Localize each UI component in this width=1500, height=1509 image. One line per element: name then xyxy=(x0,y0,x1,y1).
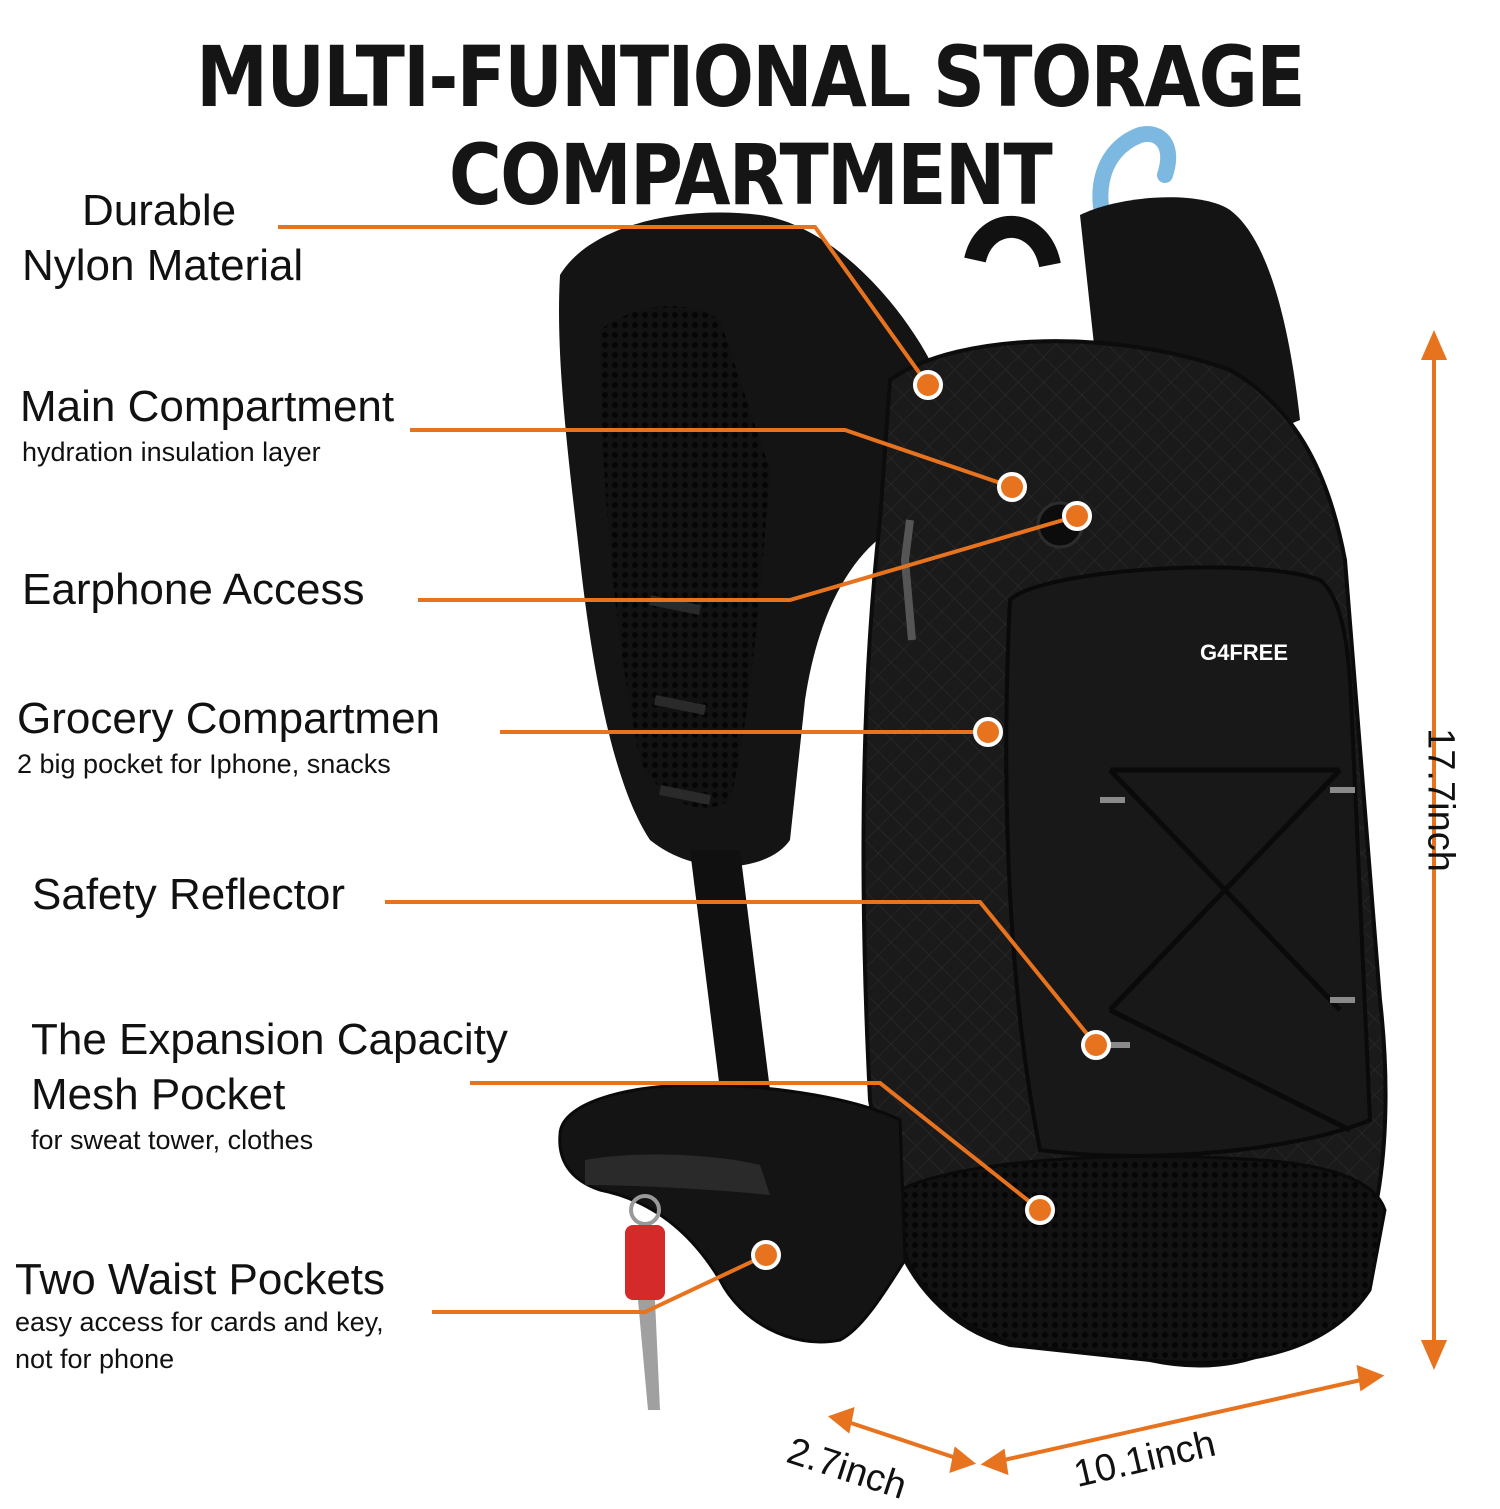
front-pocket xyxy=(1004,565,1373,1158)
strap-webbing xyxy=(690,850,770,1090)
callout-dots xyxy=(751,370,1111,1270)
feature-expansion-line1: The Expansion Capacity xyxy=(31,1015,508,1064)
brand-logo: G4FREE xyxy=(1200,640,1288,665)
page-title: MULTI-FUNTIONAL STORAGE COMPARTMENT xyxy=(196,28,1305,224)
feature-expansion-line2: Mesh Pocket xyxy=(31,1070,286,1119)
feature-earphone-access: Earphone Access xyxy=(22,565,365,614)
feature-safety-reflector: Safety Reflector xyxy=(32,870,346,919)
feature-waist-pockets-sub1: easy access for cards and key, xyxy=(15,1307,384,1337)
feature-waist-pockets: Two Waist Pockets xyxy=(15,1255,386,1304)
dimension-height: 17.7inch xyxy=(1419,728,1462,872)
feature-grocery-compartment: Grocery Compartmen xyxy=(17,694,441,743)
top-handle xyxy=(964,215,1061,268)
feature-durable-line2: Nylon Material xyxy=(22,241,304,290)
feature-grocery-compartment-sub: 2 big pocket for Iphone, snacks xyxy=(17,749,391,779)
zipper-pull xyxy=(900,519,916,641)
mesh-pocket xyxy=(898,1154,1387,1364)
feature-durable-line1: Durable xyxy=(82,186,237,235)
feature-waist-pockets-sub2: not for phone xyxy=(15,1344,175,1374)
dimension-arrows xyxy=(827,329,1448,1476)
bungee-cord xyxy=(1108,767,1352,1133)
callout-lines xyxy=(278,225,1098,1314)
feature-main-compartment-sub: hydration insulation layer xyxy=(22,437,321,467)
feature-expansion-sub: for sweat tower, clothes xyxy=(31,1125,314,1155)
waist-belt xyxy=(558,1083,907,1344)
feature-main-compartment: Main Compartment xyxy=(20,382,395,431)
key-icon xyxy=(625,1194,665,1410)
